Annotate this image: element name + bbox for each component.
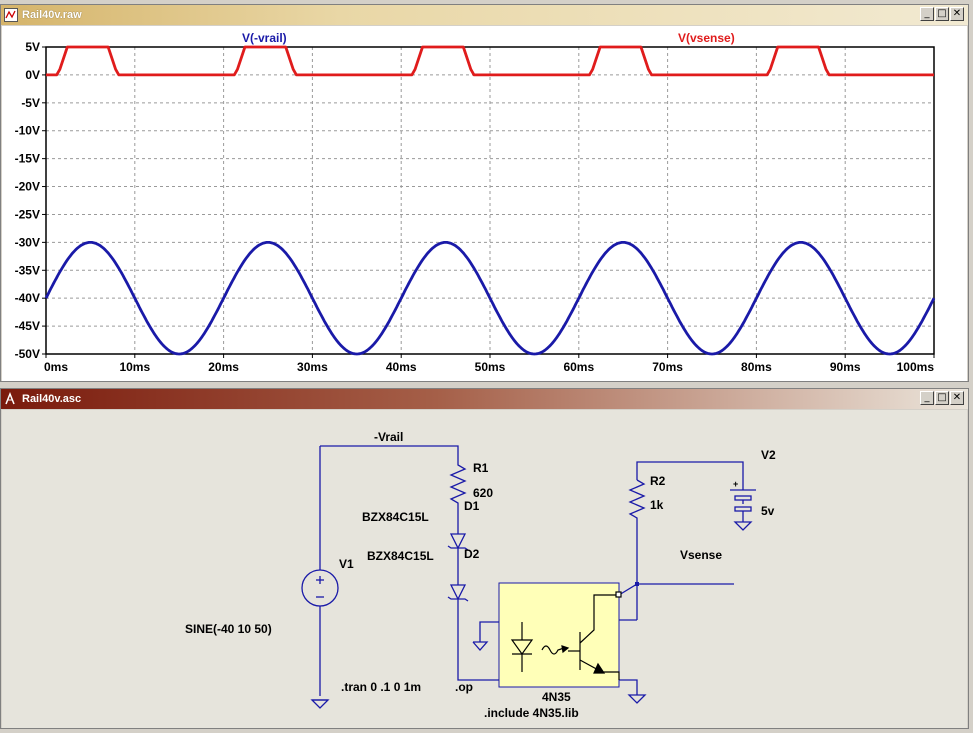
- r2-name-label: R2: [650, 474, 666, 488]
- x-tick-label: 90ms: [830, 360, 861, 374]
- net-label-vsense: Vsense: [680, 548, 722, 562]
- x-tick-label: 80ms: [741, 360, 772, 374]
- x-tick-label: 0ms: [44, 360, 68, 374]
- y-tick-label: 5V: [25, 40, 40, 54]
- series-line-vrail[interactable]: [44, 240, 936, 356]
- schematic-close-button[interactable]: ✕: [950, 391, 964, 405]
- y-tick-label: -30V: [15, 235, 40, 249]
- r1-value-label: 620: [473, 486, 493, 500]
- y-tick-label: -15V: [15, 152, 40, 166]
- schematic-app-icon: [5, 392, 15, 405]
- waveform-chart[interactable]: 5V 0V -5V -10V -15V -20V -25V -30V -35V -40V -45V -…: [2, 26, 967, 381]
- wire-emitter-gnd[interactable]: [619, 679, 638, 695]
- junction-vsense: [635, 582, 639, 586]
- v1-name-label: V1: [339, 557, 354, 571]
- r1-name-label: R1: [473, 461, 489, 475]
- y-tick-label: -50V: [15, 347, 40, 361]
- plot-canvas[interactable]: 5V 0V -5V -10V -15V -20V -25V -30V -35V -40V -45V -…: [2, 26, 967, 381]
- v2-value-label: 5v: [761, 504, 775, 518]
- y-tick-label: -20V: [15, 180, 40, 194]
- schematic-window[interactable]: Rail40v.asc _ □ ✕: [0, 388, 969, 729]
- r2-value-label: 1k: [650, 498, 664, 512]
- x-tick-label: 30ms: [297, 360, 328, 374]
- wire-vrail[interactable]: [320, 445, 459, 460]
- diode-d2[interactable]: [449, 584, 467, 601]
- resistor-r1[interactable]: [449, 460, 467, 514]
- series-line-vsense[interactable]: [46, 45, 934, 77]
- plot-minimize-button[interactable]: _: [920, 7, 934, 21]
- battery-plus-sign: +: [733, 479, 738, 489]
- waveform-app-icon: [4, 8, 18, 22]
- schematic-canvas[interactable]: -Vrail R1 620 D1 BZX84C15L BZX84C15L D2 …: [2, 410, 967, 728]
- ground-led: [472, 641, 489, 651]
- plot-close-button[interactable]: ✕: [950, 7, 964, 21]
- x-tick-label: 20ms: [208, 360, 239, 374]
- net-label-vrail: -Vrail: [374, 430, 403, 444]
- d2-name-label: D2: [464, 547, 480, 561]
- x-tick-label: 10ms: [119, 360, 150, 374]
- y-tick-label: -45V: [15, 319, 40, 333]
- v2-name-label: V2: [761, 448, 776, 462]
- optocoupler-internals: [510, 591, 622, 680]
- schematic-drawing[interactable]: -Vrail R1 620 D1 BZX84C15L BZX84C15L D2 …: [2, 410, 967, 728]
- ground-v2: [733, 521, 753, 531]
- y-tick-label: -10V: [15, 124, 40, 138]
- directive-tran[interactable]: .tran 0 .1 0 1m: [341, 680, 421, 694]
- schematic-minimize-button[interactable]: _: [920, 391, 934, 405]
- plot-maximize-button[interactable]: □: [935, 7, 949, 21]
- x-tick-label: 50ms: [475, 360, 506, 374]
- y-tick-label: 0V: [25, 68, 40, 82]
- d2-model-label: BZX84C15L: [367, 549, 434, 563]
- wire-r2-top[interactable]: [636, 461, 744, 480]
- schematic-window-titlebar[interactable]: Rail40v.asc _ □ ✕: [1, 389, 968, 409]
- x-tick-label: 70ms: [652, 360, 683, 374]
- wire-collector[interactable]: [618, 583, 638, 596]
- voltage-source-v1[interactable]: [301, 569, 339, 607]
- x-tick-label: 40ms: [386, 360, 417, 374]
- y-tick-label: -5V: [21, 96, 40, 110]
- v1-value-label: SINE(-40 10 50): [185, 622, 272, 636]
- y-tick-label: -40V: [15, 291, 40, 305]
- ground-emitter: [627, 694, 647, 704]
- trace-label-vrail[interactable]: V(-vrail): [242, 31, 287, 45]
- plot-window-titlebar[interactable]: Rail40v.raw _ □ ✕: [1, 5, 968, 25]
- resistor-r2[interactable]: [628, 479, 646, 584]
- x-tick-label: 100ms: [897, 360, 935, 374]
- directive-op[interactable]: .op: [455, 680, 473, 694]
- trace-label-vsense[interactable]: V(vsense): [678, 31, 735, 45]
- battery-plate-2: [734, 495, 752, 501]
- y-tick-label: -35V: [15, 263, 40, 277]
- plot-window-title: Rail40v.raw: [22, 9, 82, 21]
- schematic-maximize-button[interactable]: □: [935, 391, 949, 405]
- d1-name-label: D1: [464, 499, 480, 513]
- opto-name-label: 4N35: [542, 690, 571, 704]
- diode-d1[interactable]: [449, 533, 467, 550]
- ground-v1: [310, 699, 330, 709]
- x-tick-label: 60ms: [563, 360, 594, 374]
- schematic-window-title: Rail40v.asc: [22, 393, 82, 405]
- directive-include[interactable]: .include 4N35.lib: [484, 706, 579, 720]
- y-tick-label: -25V: [15, 207, 40, 221]
- battery-plate-3: [734, 506, 752, 512]
- d1-model-label: BZX84C15L: [362, 510, 429, 524]
- plot-window[interactable]: Rail40v.raw _ □ ✕ 5V 0V -5V -10V -15V -20V -25…: [0, 4, 969, 382]
